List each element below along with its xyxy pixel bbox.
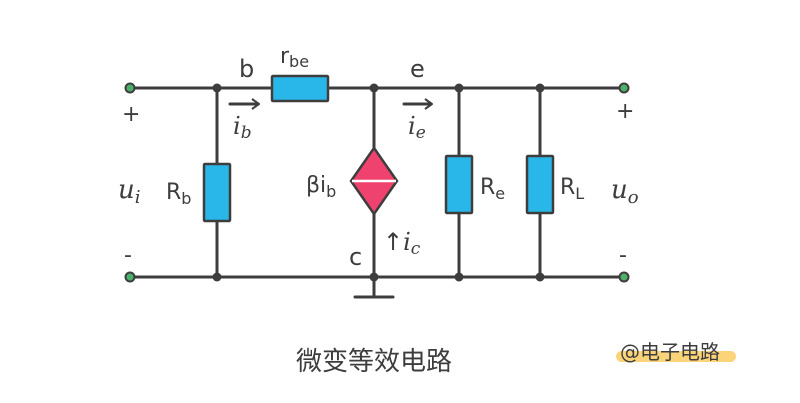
junction-dot bbox=[535, 272, 545, 282]
node-label-c: c bbox=[349, 243, 362, 271]
label-ib: ib bbox=[233, 112, 252, 143]
current-arrows bbox=[228, 98, 433, 110]
resistor-rb bbox=[202, 162, 232, 223]
watermark-text: @电子电路 bbox=[620, 340, 720, 364]
node-label-b: b bbox=[239, 55, 254, 83]
label-ie: ie bbox=[408, 112, 426, 143]
output-plus: + bbox=[616, 99, 634, 124]
label-ic: ↑ic bbox=[383, 228, 421, 259]
watermark-highlight bbox=[616, 351, 736, 362]
junction-dots bbox=[212, 83, 545, 282]
arrow-ie-icon bbox=[402, 98, 433, 110]
label-ui: ui bbox=[118, 175, 141, 208]
junction-dot bbox=[454, 272, 464, 282]
input-minus: - bbox=[124, 243, 132, 268]
terminal-dot-icon bbox=[618, 82, 630, 94]
label-rl: RL bbox=[560, 175, 584, 203]
junction-dot bbox=[212, 83, 222, 93]
junction-dot bbox=[454, 83, 464, 93]
junction-dot bbox=[369, 83, 379, 93]
diagram-title: 微变等效电路 bbox=[296, 347, 452, 377]
watermark: @电子电路 bbox=[616, 340, 736, 364]
resistor-rl bbox=[525, 154, 555, 215]
label-uo: uo bbox=[611, 175, 639, 208]
terminal-dot-icon bbox=[124, 82, 136, 94]
terminal-dot-icon bbox=[618, 271, 630, 283]
label-rb: Rb bbox=[166, 180, 191, 208]
label-source: βib bbox=[306, 173, 336, 201]
junction-dot bbox=[369, 272, 379, 282]
resistor-re bbox=[444, 154, 474, 215]
label-re: Re bbox=[480, 175, 505, 203]
resistor-rbe bbox=[270, 74, 330, 103]
output-minus: - bbox=[619, 243, 627, 268]
input-plus: + bbox=[122, 102, 140, 127]
diamond-current-source-icon bbox=[349, 145, 399, 217]
terminal-dot-icon bbox=[124, 271, 136, 283]
node-label-e: e bbox=[410, 55, 425, 83]
arrow-ib-icon bbox=[228, 98, 260, 110]
junction-dot bbox=[212, 272, 222, 282]
terminals bbox=[124, 82, 630, 283]
label-rbe: rbe bbox=[280, 44, 309, 71]
junction-dot bbox=[535, 83, 545, 93]
